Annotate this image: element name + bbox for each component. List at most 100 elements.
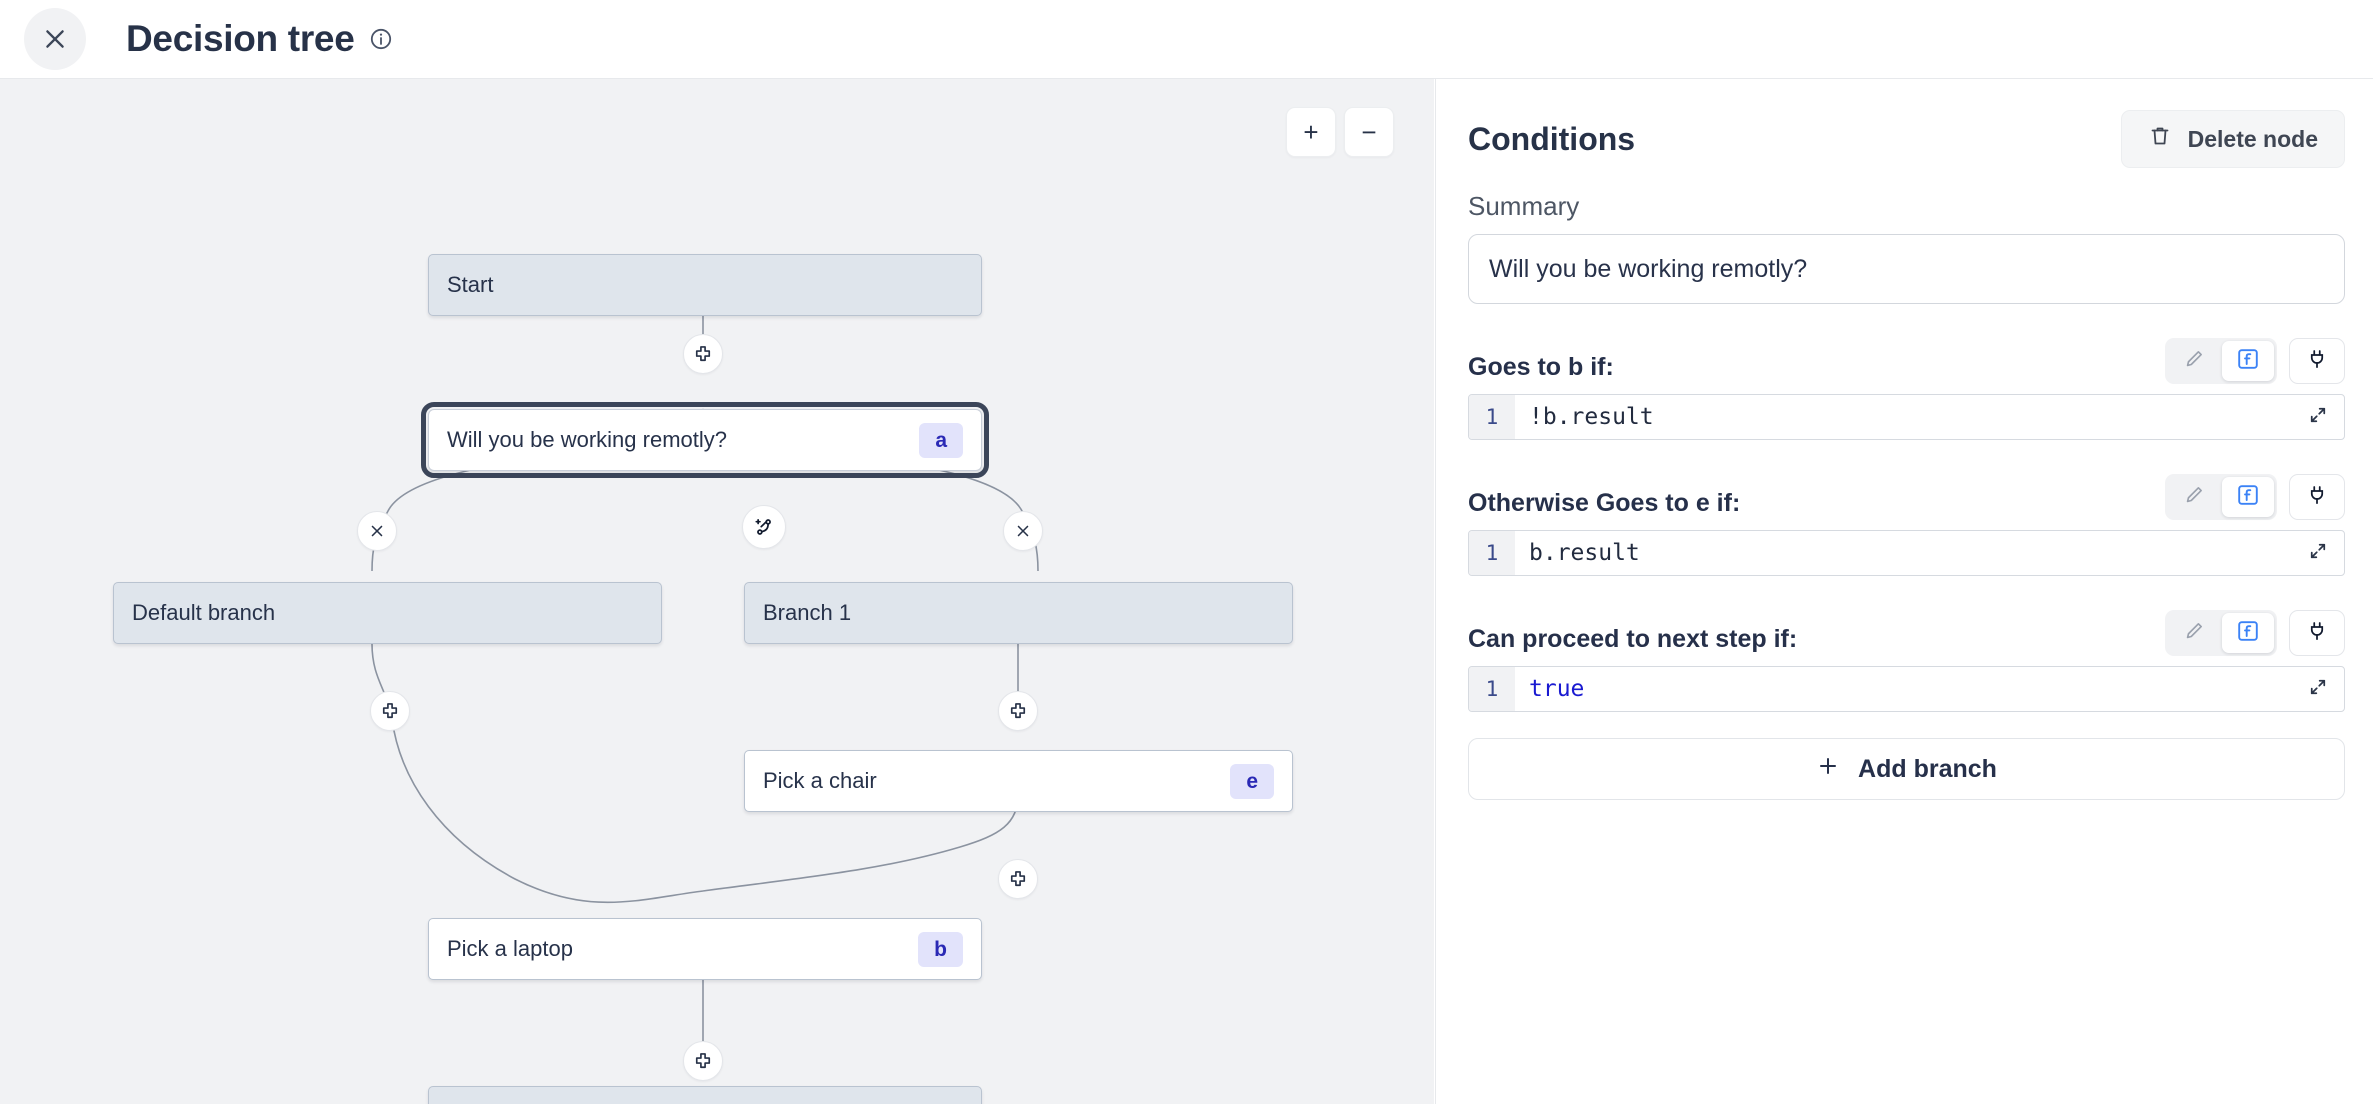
code-content: !b.result — [1529, 404, 1654, 430]
expand-editor-button[interactable] — [2298, 670, 2338, 708]
conditions-panel: Conditions Delete node Summary Goes to b… — [1435, 79, 2373, 1104]
pencil-mode-button[interactable] — [2168, 477, 2220, 517]
delete-node-button[interactable]: Delete node — [2120, 110, 2345, 168]
remove-branch-button-default[interactable] — [357, 511, 397, 551]
plug-icon — [2306, 348, 2328, 375]
pencil-mode-button[interactable] — [2168, 613, 2220, 653]
delete-node-label: Delete node — [2187, 125, 2318, 152]
flow-node-end[interactable]: End — [428, 1086, 982, 1104]
close-icon — [42, 26, 68, 52]
expand-icon — [2308, 677, 2328, 702]
flow-node-pick-a-laptop[interactable]: Pick a laptop b — [428, 918, 982, 980]
condition-header: Can proceed to next step if: — [1468, 610, 2345, 656]
plug-icon — [2306, 484, 2328, 511]
mode-toggle-group — [2165, 610, 2277, 656]
function-icon — [2236, 619, 2260, 648]
remove-branch-button-1[interactable] — [1003, 511, 1043, 551]
flow-node-a[interactable]: Will you be working remotly? a — [421, 402, 989, 478]
node-badge: e — [1230, 763, 1274, 799]
function-mode-button[interactable] — [2222, 613, 2274, 653]
zoom-in-button[interactable]: + — [1286, 107, 1336, 157]
condition-header: Goes to b if: — [1468, 338, 2345, 384]
add-node-icon — [1008, 869, 1028, 889]
zoom-out-button[interactable]: − — [1344, 107, 1394, 157]
node-label: Will you be working remotly? — [447, 427, 727, 452]
code-editor[interactable]: 1 !b.result — [1468, 394, 2345, 440]
condition-label: Goes to b if: — [1468, 353, 1614, 381]
function-mode-button[interactable] — [2222, 341, 2274, 381]
add-branch-button[interactable]: Add branch — [1468, 738, 2345, 800]
trash-icon — [2148, 124, 2172, 154]
mode-toggle-group — [2165, 474, 2277, 520]
plus-icon — [1816, 754, 1840, 785]
add-node-icon — [1008, 701, 1028, 721]
add-node-button-after-default[interactable] — [370, 691, 410, 731]
app-header: Decision tree — [0, 0, 2373, 79]
add-node-icon — [693, 344, 713, 364]
expand-icon — [2308, 541, 2328, 566]
close-button[interactable] — [24, 8, 86, 70]
flow-node-default-branch[interactable]: Default branch — [113, 582, 662, 644]
line-number: 1 — [1469, 395, 1515, 439]
connect-source-button[interactable] — [2289, 610, 2345, 656]
pencil-icon — [2183, 484, 2205, 511]
node-label: Pick a chair — [763, 768, 877, 793]
flow-graph: Start Will you be working remotly? a — [0, 79, 1434, 1104]
condition-actions — [2165, 474, 2345, 520]
condition-header: Otherwise Goes to e if: — [1468, 474, 2345, 520]
branch-plus-icon — [753, 516, 775, 538]
add-node-button-after-chair[interactable] — [998, 859, 1038, 899]
add-branch-button-canvas[interactable] — [742, 505, 786, 549]
code-editor[interactable]: 1 true — [1468, 666, 2345, 712]
pencil-icon — [2183, 620, 2205, 647]
condition-label: Can proceed to next step if: — [1468, 625, 1798, 653]
zoom-controls: + − — [1286, 107, 1394, 157]
summary-label: Summary — [1468, 191, 1580, 221]
line-number: 1 — [1469, 667, 1515, 711]
add-branch-label: Add branch — [1858, 754, 1997, 783]
condition-actions — [2165, 610, 2345, 656]
node-label: Pick a laptop — [447, 936, 573, 961]
minus-icon: − — [1361, 117, 1377, 147]
flow-node-branch-1[interactable]: Branch 1 — [744, 582, 1293, 644]
add-node-button-after-laptop[interactable] — [683, 1041, 723, 1081]
function-mode-button[interactable] — [2222, 477, 2274, 517]
plug-icon — [2306, 620, 2328, 647]
info-icon[interactable] — [369, 27, 393, 51]
node-badge: b — [918, 931, 963, 967]
node-label: Branch 1 — [763, 600, 852, 625]
condition-actions — [2165, 338, 2345, 384]
flow-node-start[interactable]: Start — [428, 254, 982, 316]
mode-toggle-group — [2165, 338, 2277, 384]
node-label: Start — [447, 272, 494, 297]
connect-source-button[interactable] — [2289, 338, 2345, 384]
add-node-button-after-start[interactable] — [683, 334, 723, 374]
code-content: true — [1529, 676, 1585, 702]
function-icon — [2236, 347, 2260, 376]
add-node-icon — [380, 701, 400, 721]
condition-block-2: Can proceed to next step if: — [1468, 610, 2345, 712]
condition-label: Otherwise Goes to e if: — [1468, 489, 1741, 517]
panel-header: Conditions Delete node — [1468, 109, 2345, 169]
plus-icon: + — [1303, 117, 1319, 147]
add-node-icon — [693, 1051, 713, 1071]
summary-input[interactable] — [1468, 234, 2345, 304]
close-icon — [1014, 522, 1032, 540]
function-icon — [2236, 483, 2260, 512]
code-editor[interactable]: 1 b.result — [1468, 530, 2345, 576]
pencil-icon — [2183, 348, 2205, 375]
condition-block-1: Otherwise Goes to e if: — [1468, 474, 2345, 576]
expand-icon — [2308, 405, 2328, 430]
node-label: Default branch — [132, 600, 276, 625]
pencil-mode-button[interactable] — [2168, 341, 2220, 381]
flow-canvas[interactable]: + − Start — [0, 79, 1434, 1104]
expand-editor-button[interactable] — [2298, 534, 2338, 572]
node-badge: a — [919, 422, 963, 458]
expand-editor-button[interactable] — [2298, 398, 2338, 436]
add-node-button-after-branch-1[interactable] — [998, 691, 1038, 731]
close-icon — [368, 522, 386, 540]
code-content: b.result — [1529, 540, 1640, 566]
panel-title: Conditions — [1468, 120, 1636, 157]
flow-node-pick-a-chair[interactable]: Pick a chair e — [744, 750, 1293, 812]
connect-source-button[interactable] — [2289, 474, 2345, 520]
